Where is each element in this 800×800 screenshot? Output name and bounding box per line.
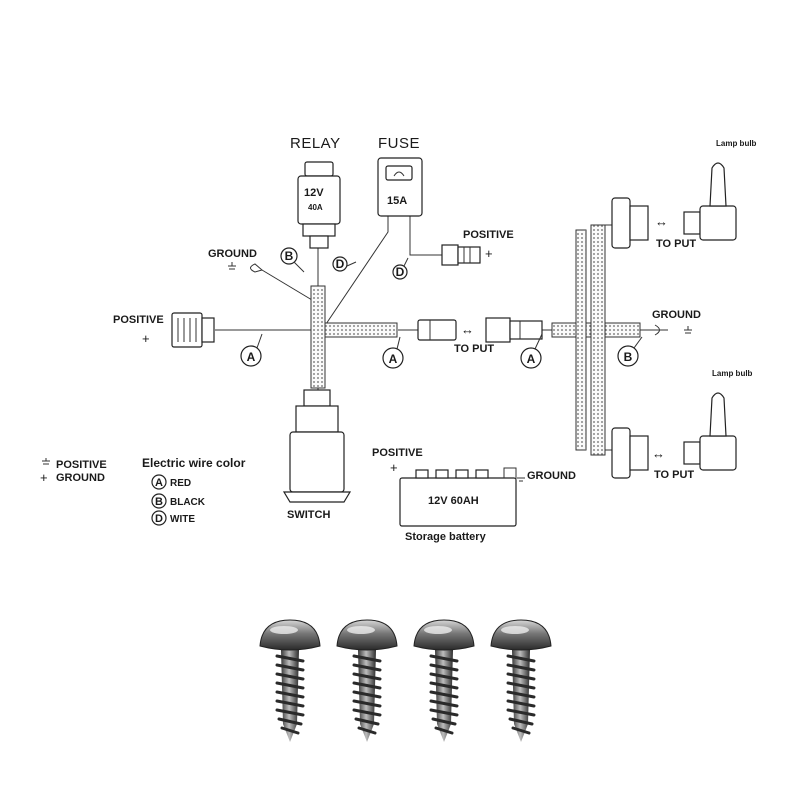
legend: POSITIVE + GROUND Electric wire color A … xyxy=(40,456,246,526)
battery-ground-label: GROUND xyxy=(527,470,576,482)
ground-icon xyxy=(517,477,525,482)
svg-text:B: B xyxy=(285,249,294,263)
relay-amps: 40A xyxy=(308,203,323,212)
upper-to-put-label: TO PUT xyxy=(656,238,696,250)
legend-wire-title: Electric wire color xyxy=(142,456,246,470)
marker-b-left: B xyxy=(280,247,305,273)
right-ground-label: GROUND xyxy=(652,309,701,321)
center-to-put-label: TO PUT xyxy=(454,343,494,355)
battery-positive-label: POSITIVE xyxy=(372,447,423,459)
left-positive-label: POSITIVE xyxy=(113,314,164,326)
svg-text:WITE: WITE xyxy=(170,514,195,525)
legend-wire-black: B BLACK xyxy=(151,493,206,509)
fuse-rating: 15A xyxy=(387,195,407,207)
arrow-icon: ↔ xyxy=(652,446,665,461)
relay-ground: GROUND xyxy=(208,248,264,273)
screw xyxy=(413,619,475,742)
svg-text:A: A xyxy=(247,350,256,364)
ground-icon xyxy=(42,458,50,465)
battery-caption: Storage battery xyxy=(405,531,487,543)
right-ground: GROUND xyxy=(652,309,701,336)
marker-a-center: A xyxy=(382,336,404,369)
switch-label: SWITCH xyxy=(287,509,330,521)
lower-lamp-label: Lamp bulb xyxy=(712,369,753,378)
battery-spec: 12V 60AH xyxy=(428,495,479,507)
left-positive-connector: POSITIVE + xyxy=(113,312,215,348)
marker-a-left: A xyxy=(240,333,263,367)
svg-text:A: A xyxy=(155,477,163,489)
plus-icon: + xyxy=(142,331,150,346)
lower-lamp: Lamp bulb ↔ TO PUT xyxy=(611,369,753,481)
arrow-icon: ↔ xyxy=(655,214,668,229)
marker-a-right: A xyxy=(520,333,543,369)
plus-icon: + xyxy=(485,246,493,261)
arrow-icon: ↔ xyxy=(461,322,474,337)
relay-title: RELAY xyxy=(290,135,341,152)
svg-text:A: A xyxy=(389,352,398,366)
upper-lamp-label: Lamp bulb xyxy=(716,139,757,148)
legend-wire-red: A RED xyxy=(151,474,191,490)
fuse-positive-connector: POSITIVE + xyxy=(441,229,514,266)
svg-text:D: D xyxy=(155,513,163,525)
fuse-title: FUSE xyxy=(378,135,420,152)
switch: SWITCH xyxy=(282,389,352,521)
svg-text:RED: RED xyxy=(170,478,191,489)
wire-bundles xyxy=(310,224,641,456)
relay-voltage: 12V xyxy=(304,187,324,199)
plus-icon: + xyxy=(390,460,398,475)
svg-text:A: A xyxy=(527,352,536,366)
legend-positive: POSITIVE xyxy=(56,459,107,471)
marker-d-upper: D xyxy=(332,256,357,272)
svg-text:D: D xyxy=(336,257,345,271)
legend-wire-white: D WITE xyxy=(151,510,195,526)
relay: RELAY 12V 40A xyxy=(290,135,341,249)
upper-lamp: Lamp bulb ↔ TO PUT xyxy=(611,139,757,250)
screw xyxy=(259,619,321,742)
plus-icon: + xyxy=(40,470,48,485)
svg-text:D: D xyxy=(396,265,405,279)
wire-markers: B D D A A A B xyxy=(240,247,643,369)
relay-ground-label: GROUND xyxy=(208,248,257,260)
svg-text:B: B xyxy=(155,496,163,508)
fuse: FUSE 15A xyxy=(377,135,423,217)
fuse-positive-label: POSITIVE xyxy=(463,229,514,241)
lower-to-put-label: TO PUT xyxy=(654,469,694,481)
ground-icon xyxy=(228,262,236,270)
marker-b-right: B xyxy=(617,336,643,367)
svg-text:B: B xyxy=(624,350,633,364)
screws xyxy=(259,619,552,742)
battery: POSITIVE + GROUND 12V 60AH Storage batte… xyxy=(372,447,576,543)
center-connector: ↔ TO PUT xyxy=(417,317,543,355)
ground-icon xyxy=(684,326,692,334)
marker-d-right: D xyxy=(392,257,409,280)
screw xyxy=(336,619,398,742)
svg-text:BLACK: BLACK xyxy=(170,497,206,508)
legend-ground: GROUND xyxy=(56,472,105,484)
screw xyxy=(490,619,552,742)
